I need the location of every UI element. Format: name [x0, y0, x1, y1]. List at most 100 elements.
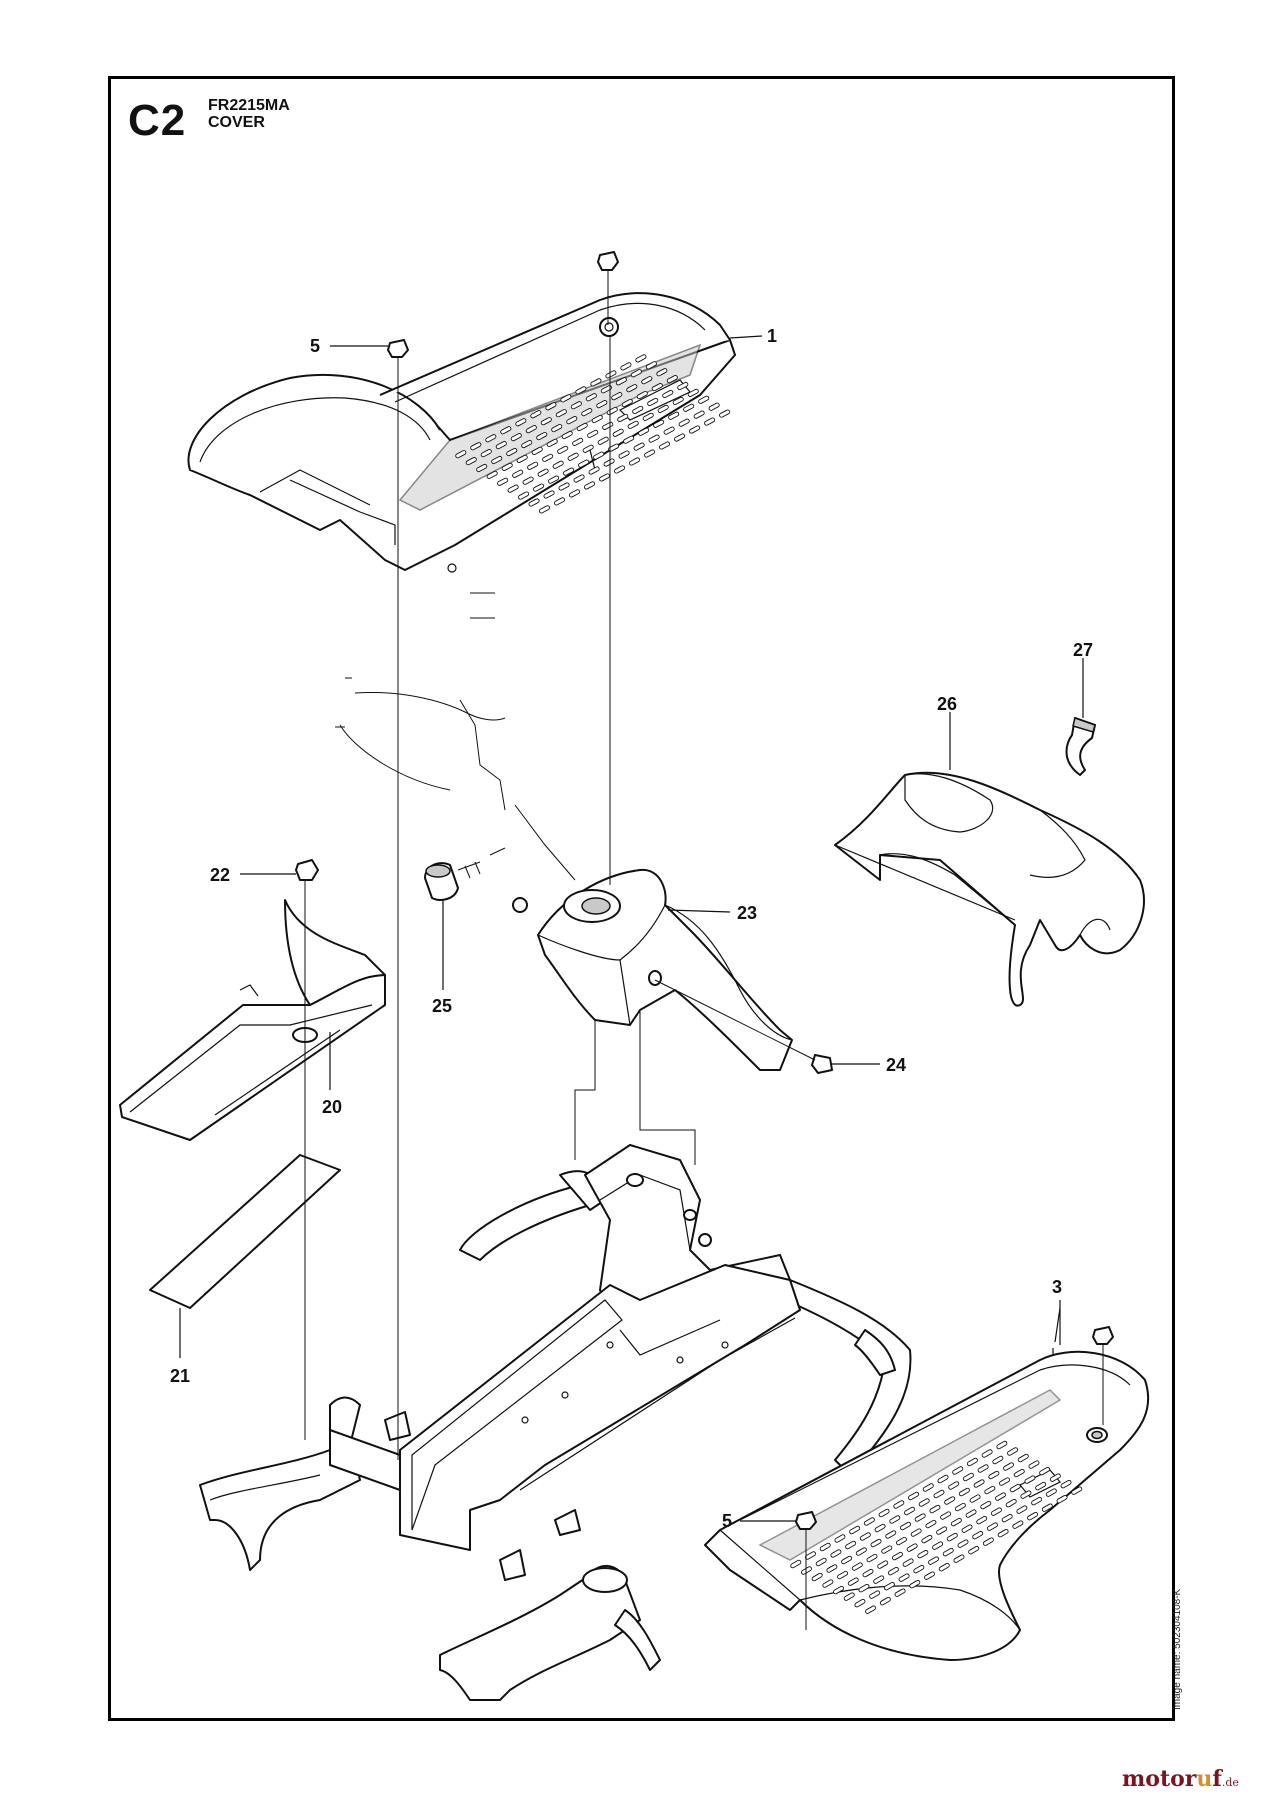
vent-slot — [1039, 1466, 1051, 1476]
vent-slot — [988, 1470, 1000, 1480]
vent-slot — [582, 444, 594, 453]
vent-slot — [572, 437, 584, 446]
vent-slot — [995, 1492, 1006, 1501]
vent-slot — [545, 402, 557, 411]
vent-slot — [929, 1504, 941, 1514]
vent-slot — [632, 405, 644, 415]
vent-slot — [647, 397, 659, 407]
vent-slot — [847, 1577, 859, 1586]
vent-slot — [470, 442, 482, 451]
vent-slot — [596, 400, 608, 409]
vent-slot — [1041, 1503, 1053, 1512]
image-name-note: Image name: 502304108-K — [1172, 1588, 1183, 1710]
vent-slot — [834, 1534, 846, 1543]
vent-slot — [906, 1543, 918, 1552]
vent-slot — [889, 1515, 901, 1524]
drawing-frame — [108, 76, 1175, 1721]
vent-slot — [608, 443, 620, 452]
vent-slot — [894, 1588, 906, 1597]
section-title: COVER — [208, 114, 265, 131]
vent-slot — [851, 1562, 863, 1571]
vent-slot — [1003, 1462, 1015, 1471]
vent-slot — [908, 1491, 920, 1501]
vent-slot — [677, 381, 689, 391]
vent-slot — [965, 1509, 977, 1518]
callout-23: 23 — [737, 903, 757, 923]
vent-slot — [538, 505, 551, 514]
vent-slot — [566, 415, 578, 425]
vent-slot — [527, 461, 539, 470]
vent-slot — [1056, 1494, 1068, 1504]
part-3-lower-cover-pattern — [790, 1440, 1083, 1614]
part-20-side-plate — [119, 899, 386, 1141]
vent-slot — [984, 1485, 996, 1495]
callout-1: 1 — [767, 326, 777, 346]
vent-slot — [507, 484, 519, 493]
vent-slot — [543, 490, 555, 499]
vent-slot — [506, 447, 518, 457]
vent-slot — [898, 1573, 910, 1582]
vent-slot — [638, 427, 650, 436]
vent-slot — [626, 384, 638, 393]
vent-slot — [957, 1539, 969, 1548]
vent-slot — [1027, 1511, 1039, 1521]
vent-slot — [811, 1572, 823, 1582]
vent-slot — [913, 1564, 925, 1574]
vent-slot — [561, 430, 573, 440]
vent-slot — [822, 1579, 834, 1588]
vent-slot — [614, 465, 626, 474]
vent-slot — [1031, 1496, 1043, 1506]
vent-slot — [938, 1562, 950, 1572]
vent-slot — [528, 498, 540, 507]
vent-slot — [862, 1568, 874, 1578]
part-3-lower-cover — [704, 1350, 1150, 1661]
vent-slot — [948, 1481, 960, 1490]
alignment-lines — [304, 270, 1104, 1630]
vent-slot — [904, 1506, 915, 1516]
vent-slot — [648, 434, 660, 443]
vent-slot — [830, 1549, 842, 1558]
vent-slot — [617, 413, 629, 423]
vent-slot — [833, 1585, 845, 1595]
vent-slot — [491, 455, 503, 465]
vent-slot — [997, 1528, 1009, 1538]
vent-slot — [878, 1508, 890, 1518]
vent-slot — [966, 1457, 978, 1467]
vent-slot — [480, 449, 492, 458]
vent-slot — [933, 1489, 945, 1499]
vent-slot — [981, 1449, 993, 1458]
vent-slot — [1024, 1475, 1036, 1484]
vent-slot — [659, 441, 671, 450]
vent-slot — [1017, 1453, 1029, 1463]
vent-slot — [870, 1538, 882, 1548]
vent-slot — [841, 1555, 853, 1565]
vent-slot — [883, 1581, 895, 1591]
vent-slot — [928, 1556, 940, 1565]
vent-slot — [1007, 1447, 1019, 1456]
part-1-top-cover — [187, 292, 736, 573]
vent-slot — [859, 1532, 871, 1541]
callout-25: 25 — [432, 996, 452, 1016]
vent-slot — [500, 426, 512, 435]
vent-slot — [531, 446, 543, 456]
vent-slot — [540, 417, 552, 426]
vent-slot — [1060, 1479, 1072, 1489]
vent-slot — [958, 1487, 970, 1497]
callout-21: 21 — [170, 1366, 190, 1386]
vent-slot — [1013, 1468, 1025, 1478]
vent-slot — [522, 476, 534, 485]
vent-slot — [944, 1496, 956, 1505]
vent-slot — [854, 1598, 866, 1608]
vent-slot — [558, 482, 570, 491]
vent-slot — [516, 454, 528, 464]
vent-slot — [645, 361, 657, 370]
vent-slot — [485, 434, 497, 443]
part-27-clip — [1065, 658, 1096, 776]
vent-slot — [568, 489, 581, 498]
vent-slot — [698, 395, 710, 404]
vent-slot — [656, 368, 668, 377]
vent-slot — [497, 477, 509, 486]
vent-slot — [917, 1549, 929, 1559]
vent-slot — [567, 452, 579, 461]
vent-slot — [887, 1566, 899, 1576]
